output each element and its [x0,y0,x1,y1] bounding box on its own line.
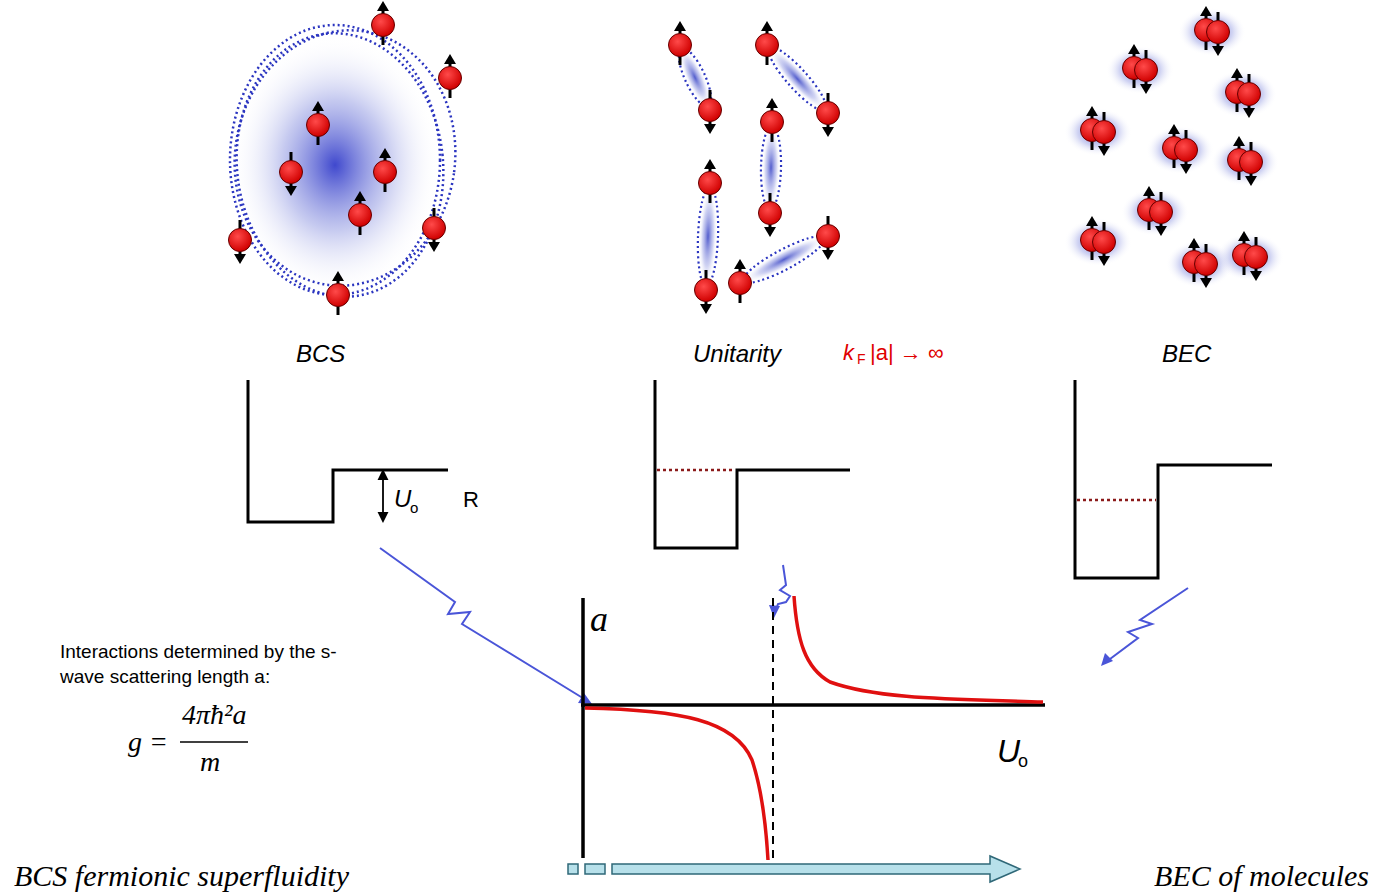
pointer-heads [578,605,1113,704]
formula-text: 4πħ²a [182,700,246,731]
depth-label: U [394,486,411,512]
depth-subscript: o [410,500,418,517]
bcs-pair-cloud [218,16,471,307]
formula-text: g = [128,727,168,758]
atoms [229,1,1285,315]
phase-label: BCS [296,341,345,367]
regime-label: BEC of molecules [1154,859,1369,892]
condition-label: |a| → ∞ [870,341,944,365]
explanation-text: Interactions determined by the s-wave sc… [60,640,360,689]
regime-label: BCS fermionic superfluidity [14,859,349,892]
progress-arrow [568,856,1020,882]
axis-label: U [997,734,1020,769]
bound-level [1077,499,1156,502]
resonance-asymptote [772,598,774,872]
axis-subscript: o [1018,752,1028,772]
graph-axes [581,598,1045,858]
formula-text: m [200,747,220,778]
pointer-arrows [380,548,1188,700]
range-label: R [463,488,479,512]
phase-label: BEC [1162,341,1211,367]
depth-arrow [379,471,387,521]
resonance-level [657,469,735,472]
condition-label: k [843,341,854,365]
phase-label: Unitarity [693,341,781,367]
axis-label: a [590,600,608,640]
condition-subscript: F [857,352,866,367]
potential-wells [248,380,1272,578]
scattering-length-curve [585,596,1043,860]
fraction-bar [180,741,248,743]
